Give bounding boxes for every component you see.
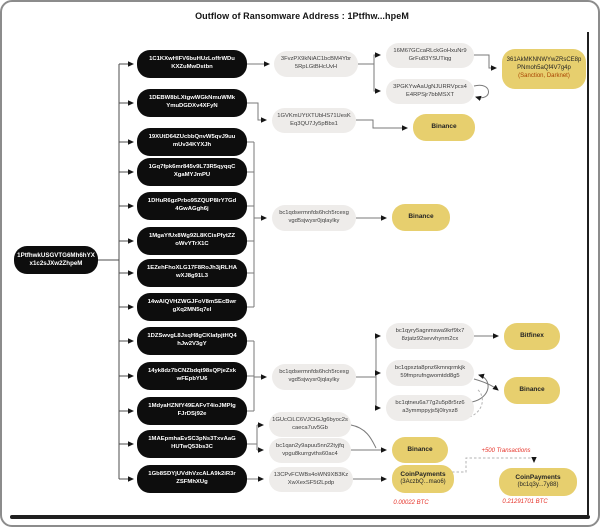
node-intermediate-bc1qdserm-2[interactable]: bc1qdsermnfds6hch5rcexg vgd5sjwysr0jqlay… (272, 364, 356, 390)
exchange-label: Binance (408, 213, 434, 221)
window-edge-right (587, 32, 589, 515)
annotation-btc-amount-small: 0.00022 BTC (393, 500, 429, 506)
annotation-transaction-count: +500 Transactions (481, 448, 531, 454)
address-text: 1C1KXwHlFV6buHUzLoffrWDu KXZuMwDstbn (149, 56, 235, 70)
exchange-label: Binance (407, 445, 433, 453)
node-intermediate-3pgky[interactable]: 3PGKYwAaUgNJURRVpcs4 E4RPSjr7bbMSXT (386, 79, 474, 104)
exchange-label: CoinPayments (515, 473, 561, 481)
address-text: 16M67GCcaRLckGoHxuNr9 GrFu83YSUTiqg (393, 47, 467, 62)
node-intermediate-bc1qyry[interactable]: bc1qyry5agnmswa9krf9lx7 8zjatz92sevvhynm… (386, 323, 474, 349)
exchange-address: (3AczbQ...mao6) (400, 479, 446, 486)
node-source-address-2[interactable]: 1DEBW8bLXtgwWGkNmuWMk YmuDGDXv4XFyN (137, 89, 247, 117)
node-root-address[interactable]: 1PtfhwkUSGVTG6Mh6hYX x1c2sJXw2ZhpeM (14, 246, 98, 274)
node-intermediate-bc1qtne[interactable]: bc1qtneu6a77g2u5p8r5rz6 a3ymmppyjs5j0lry… (386, 395, 474, 421)
address-text: 1Gq7fpk6mr845v9L73R5qyqqC XgaMYJmPU (148, 164, 236, 178)
node-source-address-1[interactable]: 1C1KXwHlFV6buHUzLoffrWDu KXZuMwDstbn (137, 50, 247, 78)
address-text: 1DZSwvgL8JsqH8gCKIafpjtHQ4 hJw2V3gY (147, 333, 237, 347)
address-text: 3FvzPX9kNiAC1bcBM4Ybr 5RpLGtBHcUvH (280, 56, 352, 70)
diagram-title: Outflow of Ransomware Address : 1Ptfhw..… (195, 11, 409, 21)
address-text: 1MdyaHZNfY49EAFvT4ioJMPlg FJrDSj92e (148, 403, 236, 417)
node-source-address-12[interactable]: 1MAEpmhaEvSC3pNs3TxvAaG HUTwQ53bs3C (137, 430, 247, 458)
address-text: 1EZehFhoXLG17F8RoJh3jRLHA wXJ8g91L3 (146, 265, 237, 279)
node-exchange-binance-1[interactable]: Binance (413, 114, 475, 141)
node-intermediate-13cpv[interactable]: 13CPvFCWBs4oWN9XB3Kz XwXexSF5t2Lpdp (269, 467, 353, 492)
address-text: 14yk8dz7bCNZbdqt98sQPjeZxk wFEpbYU6 (147, 368, 237, 382)
node-exchange-binance-2[interactable]: Binance (392, 204, 450, 231)
exchange-label: Bitfinex (520, 332, 544, 340)
node-source-address-4[interactable]: 1Gq7fpk6mr845v9L73R5qyqqC XgaMYJmPU (137, 158, 247, 186)
address-text: 3PGKYwAaUgNJURRVpcs4 E4RPSjr7bbMSXT (393, 83, 467, 98)
node-exchange-bitfinex[interactable]: Bitfinex (504, 323, 560, 350)
address-text: 1PtfhwkUSGVTG6Mh6hYX x1c2sJXw2ZhpeM (17, 251, 95, 267)
node-intermediate-1gvkm[interactable]: 1GVKmUYtXTUbHS71UesK Eq3QU7Jy5pBbs1 (272, 108, 356, 133)
node-source-address-5[interactable]: 1DHuR6gzPrbo95ZQUP8IrY7Gd 4GwAGgh6j (137, 192, 247, 220)
address-text: bc1qyry5agnmswa9krf9lx7 8zjatz92sevvhynm… (395, 328, 465, 342)
address-text: 1MgaYfUx8Wg92L8KCisPfytZZ oWvYTrX1C (148, 233, 236, 247)
node-source-address-6[interactable]: 1MgaYfUx8Wg92L8KCisPfytZZ oWvYTrX1C (137, 227, 247, 255)
node-intermediate-3fvz[interactable]: 3FvzPX9kNiAC1bcBM4Ybr 5RpLGtBHcUvH (274, 51, 358, 77)
node-exchange-coinpayments-2[interactable]: CoinPayments (bc1q3y...7y88) (499, 468, 577, 496)
node-source-address-13[interactable]: 1Gb8SDYjUVdhVzcALA9k2iR3r ZSFMhXUg (137, 465, 247, 493)
exchange-label: CoinPayments (400, 470, 446, 478)
address-text: bc1qdsermnfds6hch5rcexg vgd5sjwysr0jqlay… (279, 369, 349, 383)
address-text: bc1qan2y9apuu5nn22tyjfq vpgu8kurrgvths60… (275, 442, 344, 457)
node-intermediate-bc1qan[interactable]: bc1qan2y9apuu5nn22tyjfq vpgu8kurrgvths60… (269, 438, 351, 463)
node-intermediate-bc1qdserm-1[interactable]: bc1qdsermnfds6hch5rcexg vgd5sjwysr0jqlay… (272, 205, 356, 231)
node-intermediate-16m67[interactable]: 16M67GCcaRLckGoHxuNr9 GrFu83YSUTiqg (386, 43, 474, 68)
exchange-label: Binance (519, 386, 545, 394)
address-text: 1DEBW8bLXtgwWGkNmuWMk YmuDGDXv4XFyN (148, 95, 236, 109)
node-exchange-coinpayments-1[interactable]: CoinPayments (3AczbQ...mao6) (392, 465, 454, 493)
address-text: 1Gb8SDYjUVdhVzcALA9k2iR3r ZSFMhXUg (148, 471, 236, 485)
address-text: bc1qtneu6a77g2u5p8r5rz6 a3ymmppyjs5j0lry… (395, 400, 465, 414)
node-exchange-binance-3[interactable]: Binance (504, 377, 560, 404)
address-text: 1DHuR6gzPrbo95ZQUP8IrY7Gd 4GwAGgh6j (147, 198, 237, 212)
exchange-address: (bc1q3y...7y88) (517, 482, 559, 489)
address-text: 19XUtD64ZUcbbQnvW5qvJ9uu mUv34KYXJh (148, 134, 236, 148)
node-source-address-7[interactable]: 1EZehFhoXLG17F8RoJh3jRLHA wXJ8g91L3 (137, 259, 247, 287)
address-text: bc1qpxzta8pnz6kmnqrmkjk 59fmprufngwomtdd… (394, 365, 466, 379)
node-source-address-11[interactable]: 1MdyaHZNfY49EAFvT4ioJMPlg FJrDSj92e (137, 397, 247, 425)
window-edge-bottom (10, 515, 590, 519)
entity-tag: (Sanction, Darknet) (518, 72, 570, 79)
exchange-label: Binance (431, 123, 457, 131)
address-text: 1MAEpmhaEvSC3pNs3TxvAaG HUTwQ53bs3C (148, 436, 236, 450)
node-source-address-3[interactable]: 19XUtD64ZUcbbQnvW5qvJ9uu mUv34KYXJh (137, 128, 247, 156)
address-text: 14wAlQVHZWGJFoV8mSEcBwr gXq2MN5q7el (147, 299, 237, 313)
address-text: 361AkMKNNWYwZRsCE8p PNmoh5aQf4V7g4p (506, 57, 582, 72)
address-text: 1GUcCiLC6VJCtGJg6byoc2s caeca7uv5Gb (272, 416, 348, 431)
node-source-address-8[interactable]: 14wAlQVHZWGJFoV8mSEcBwr gXq2MN5q7el (137, 293, 247, 321)
node-source-address-9[interactable]: 1DZSwvgL8JsqH8gCKIafpjtHQ4 hJw2V3gY (137, 327, 247, 355)
annotation-btc-amount-large: 0.21291701 BTC (502, 499, 548, 505)
node-intermediate-1gucc[interactable]: 1GUcCiLC6VJCtGJg6byoc2s caeca7uv5Gb (269, 412, 351, 437)
address-text: 1GVKmUYtXTUbHS71UesK Eq3QU7Jy5pBbs1 (277, 112, 351, 127)
node-entity-sanction-darknet[interactable]: 361AkMKNNWYwZRsCE8p PNmoh5aQf4V7g4p (San… (502, 49, 586, 89)
address-text: bc1qdsermnfds6hch5rcexg vgd5sjwysr0jqlay… (279, 210, 349, 224)
node-exchange-binance-4[interactable]: Binance (392, 437, 448, 463)
node-source-address-10[interactable]: 14yk8dz7bCNZbdqt98sQPjeZxk wFEpbYU6 (137, 362, 247, 390)
address-text: 13CPvFCWBs4oWN9XB3Kz XwXexSF5t2Lpdp (273, 471, 349, 486)
node-intermediate-bc1qpxz[interactable]: bc1qpxzta8pnz6kmnqrmkjk 59fmprufngwomtdd… (386, 360, 474, 386)
